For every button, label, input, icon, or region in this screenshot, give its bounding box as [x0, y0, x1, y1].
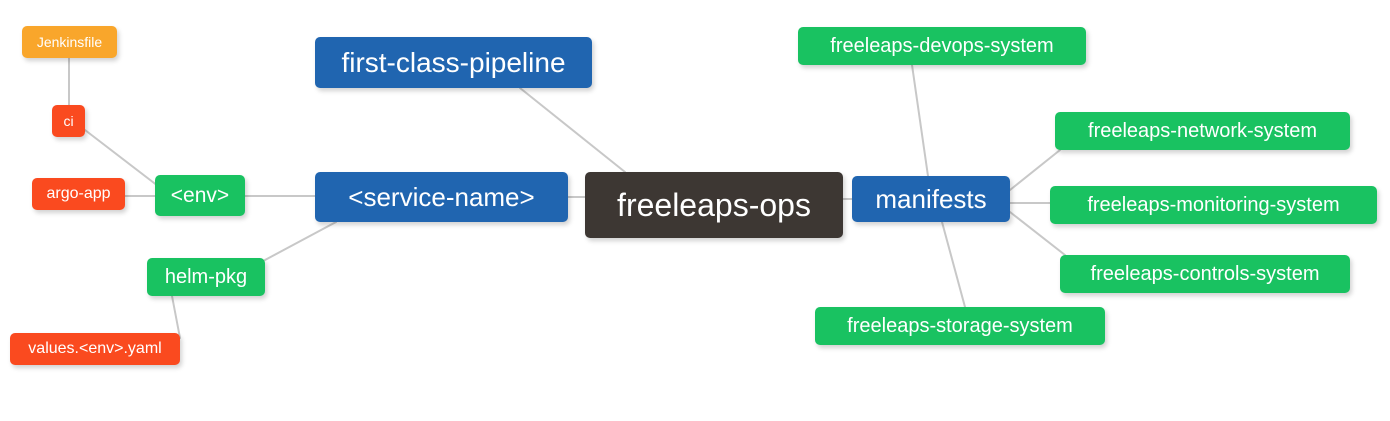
mindmap-node-freeleaps-monitoring-system[interactable]: freeleaps-monitoring-system [1050, 186, 1377, 224]
mindmap-node-env[interactable]: <env> [155, 175, 245, 216]
mindmap-node-label: freeleaps-ops [617, 187, 811, 223]
mindmap-node-label: freeleaps-devops-system [830, 35, 1054, 57]
mindmap-edge-first-class-pipeline-to-freeleaps-ops [519, 87, 626, 173]
mindmap-edge-helm-pkg-to-service-name [264, 221, 337, 261]
mindmap-node-label: freeleaps-storage-system [847, 315, 1073, 337]
mindmap-node-helm-pkg[interactable]: helm-pkg [147, 258, 265, 296]
mindmap-edge-values-yaml-to-helm-pkg [171, 295, 181, 339]
mindmap-node-label: manifests [875, 184, 987, 214]
mindmap-node-label: <env> [170, 184, 230, 207]
mindmap-node-freeleaps-ops[interactable]: freeleaps-ops [585, 172, 843, 238]
mindmap-node-argo-app[interactable]: argo-app [32, 178, 125, 210]
mindmap-node-label: freeleaps-monitoring-system [1087, 194, 1340, 216]
mindmap-node-freeleaps-network-system[interactable]: freeleaps-network-system [1055, 112, 1350, 150]
mindmap-edge-manifests-to-freeleaps-storage-system [941, 221, 966, 308]
mindmap-node-values-yaml[interactable]: values.<env>.yaml [10, 333, 180, 365]
mindmap-node-label: first-class-pipeline [341, 46, 566, 78]
mindmap-node-jenkinsfile[interactable]: Jenkinsfile [22, 26, 117, 58]
mindmap-node-freeleaps-controls-system[interactable]: freeleaps-controls-system [1060, 255, 1350, 293]
mindmap-edge-manifests-to-freeleaps-network-system [1009, 149, 1061, 191]
mindmap-node-freeleaps-storage-system[interactable]: freeleaps-storage-system [815, 307, 1105, 345]
mindmap-node-label: helm-pkg [164, 266, 248, 288]
mindmap-node-freeleaps-devops-system[interactable]: freeleaps-devops-system [798, 27, 1086, 65]
mindmap-node-label: freeleaps-controls-system [1090, 263, 1320, 285]
mindmap-node-label: values.<env>.yaml [28, 340, 162, 357]
mindmap-node-label: argo-app [46, 185, 111, 202]
mindmap-node-label: ci [63, 113, 74, 129]
mindmap-node-label: <service-name> [348, 182, 535, 212]
mindmap-node-service-name[interactable]: <service-name> [315, 172, 568, 222]
mindmap-node-label: Jenkinsfile [36, 34, 103, 50]
mindmap-node-ci[interactable]: ci [52, 105, 85, 137]
mindmap-node-manifests[interactable]: manifests [852, 176, 1010, 222]
mindmap-node-first-class-pipeline[interactable]: first-class-pipeline [315, 37, 592, 88]
mindmap-node-label: freeleaps-network-system [1088, 120, 1317, 142]
mindmap-edge-manifests-to-freeleaps-devops-system [911, 64, 929, 177]
